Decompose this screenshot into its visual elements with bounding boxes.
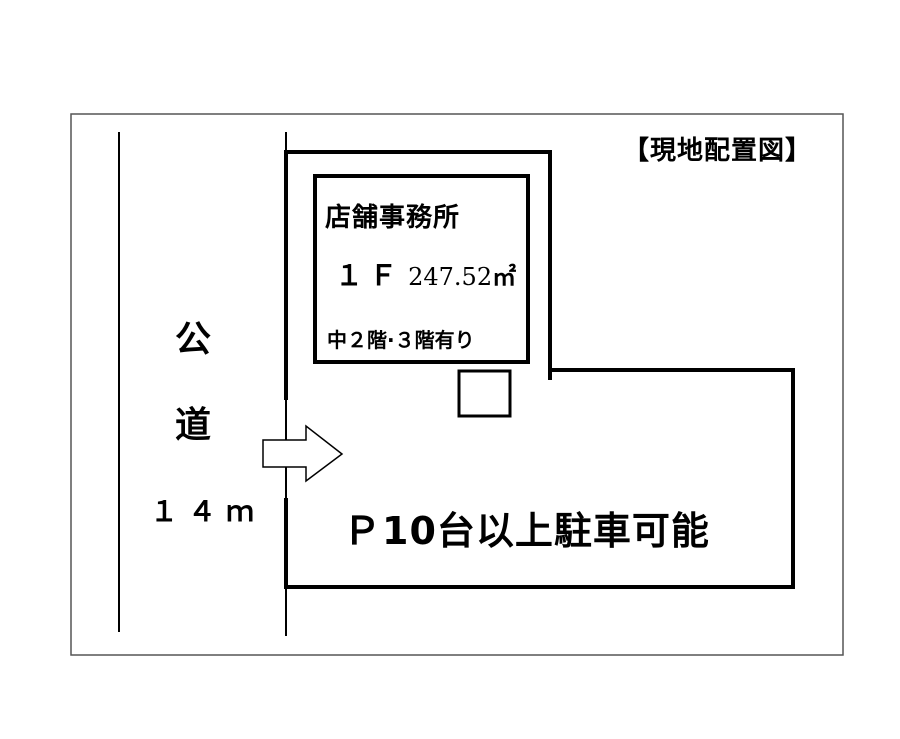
road-label-char-2: 道 xyxy=(175,405,212,446)
building-name: 店舗事務所 xyxy=(325,203,461,233)
diagram-title: 【現地配置図】 xyxy=(623,136,813,166)
site-boundary-lower xyxy=(284,368,795,589)
site-boundary xyxy=(284,150,552,400)
entrance-arrow-icon xyxy=(262,424,344,483)
floor-area: 247.52 xyxy=(408,263,493,291)
small-structure xyxy=(457,369,512,418)
area-unit: ㎡ xyxy=(492,263,517,291)
parking-note: Ｐ10台以上駐車可能 xyxy=(343,509,710,553)
floors-note: 中２階·３階有り xyxy=(327,328,475,352)
road-width: １４ｍ xyxy=(150,495,265,528)
building-outline xyxy=(313,174,530,364)
floor-area-row: １Ｆ 247.52㎡ xyxy=(335,262,516,290)
road-label-char-1: 公 xyxy=(175,319,212,360)
floor-label: １Ｆ xyxy=(335,259,404,292)
outer-frame xyxy=(70,113,844,656)
